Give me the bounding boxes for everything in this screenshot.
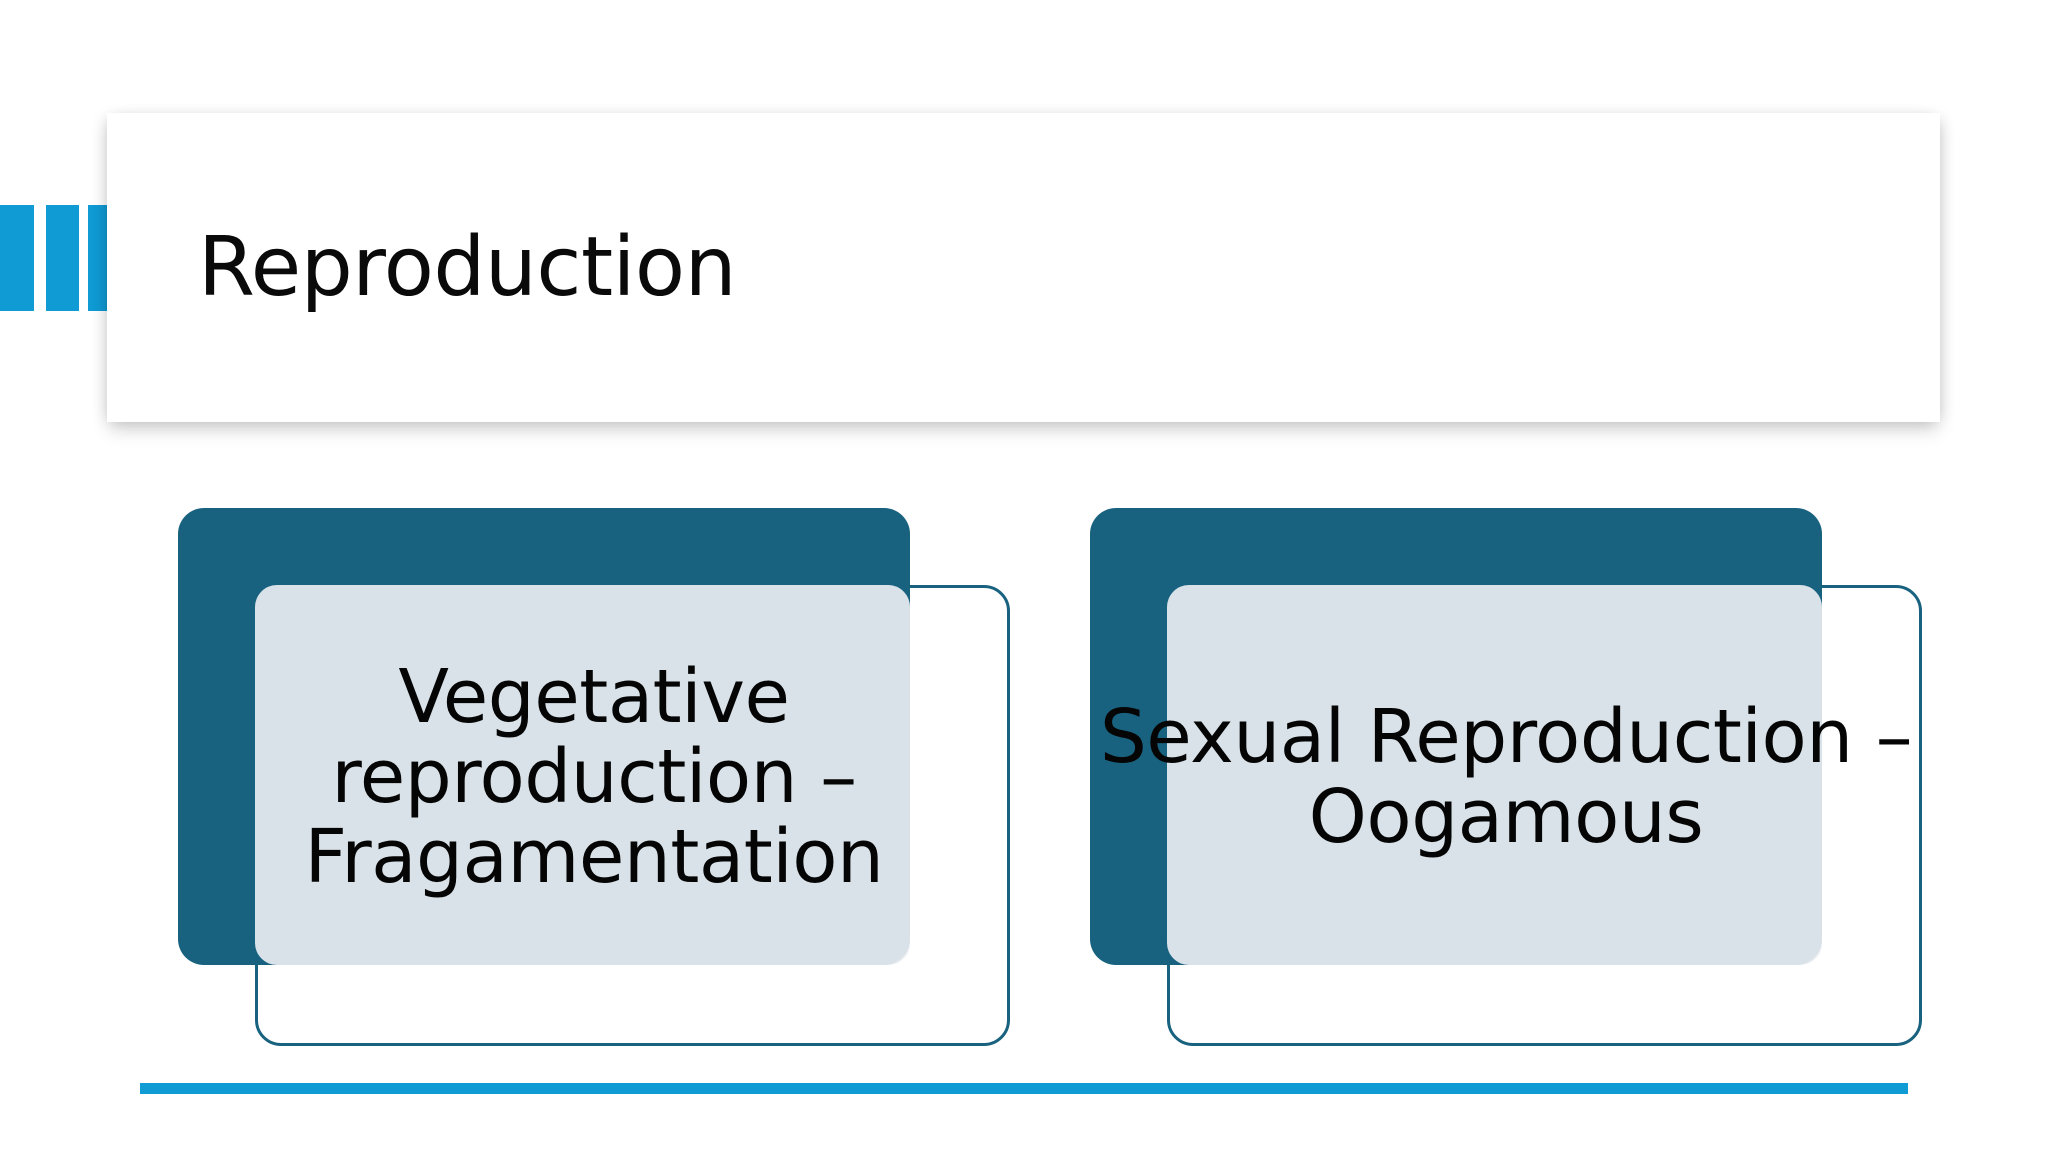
content-box-label: Sexual Reproduction – Oogamous bbox=[1099, 694, 1913, 860]
content-box-label: Vegetative reproduction – Fragamentation bbox=[304, 654, 884, 900]
content-box-sexual-reproduction[interactable]: Sexual Reproduction – Oogamous bbox=[1090, 508, 1922, 1048]
content-box-vegetative-reproduction[interactable]: Vegetative reproduction – Fragamentation bbox=[178, 508, 1010, 1048]
accent-bars bbox=[0, 205, 112, 311]
accent-bar-1-icon bbox=[0, 205, 34, 311]
title-card: Reproduction bbox=[107, 113, 1940, 422]
panel-label-surface bbox=[255, 585, 910, 965]
bottom-accent-rule bbox=[140, 1083, 1908, 1094]
page-title: Reproduction bbox=[198, 219, 737, 315]
accent-bar-2-icon bbox=[46, 205, 79, 311]
panel-label-surface bbox=[1167, 585, 1822, 965]
